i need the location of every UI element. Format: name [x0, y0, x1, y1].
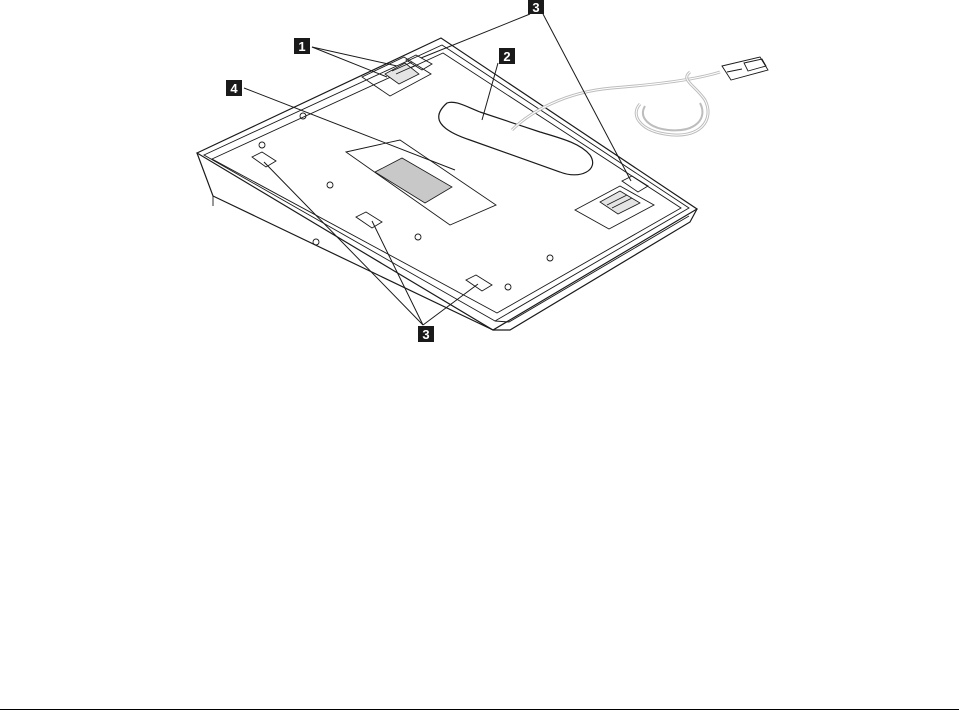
callout-1: 1 [294, 38, 310, 54]
callout-2: 2 [499, 48, 515, 64]
screw-icon [505, 284, 511, 290]
screw-icon [259, 142, 265, 148]
screw-icon [547, 255, 553, 261]
cable-channel [439, 102, 593, 175]
callout-4: 4 [226, 80, 242, 96]
cable-channel-groove [439, 102, 593, 175]
callout-4-label: 4 [230, 81, 238, 96]
rubber-pad-center [356, 212, 382, 228]
callout-1-label: 1 [298, 39, 305, 54]
foot-cover-right [575, 186, 654, 229]
label-area [346, 140, 496, 225]
screw-icon [415, 234, 421, 240]
callout-3-bottom: 3 [418, 326, 434, 342]
keyboard-panel [212, 53, 681, 313]
leader-lines [244, 14, 631, 325]
callout-2-label: 2 [503, 49, 510, 64]
callout-3-top-label: 3 [532, 0, 539, 15]
screw-icon [327, 182, 333, 188]
usb-plug-icon [722, 57, 768, 80]
rubber-pad-right [466, 275, 492, 291]
callout-3-top: 3 [528, 0, 544, 15]
screw-icon [313, 239, 319, 245]
rubber-pad-left [252, 152, 276, 167]
callout-3-bottom-label: 3 [422, 327, 429, 342]
